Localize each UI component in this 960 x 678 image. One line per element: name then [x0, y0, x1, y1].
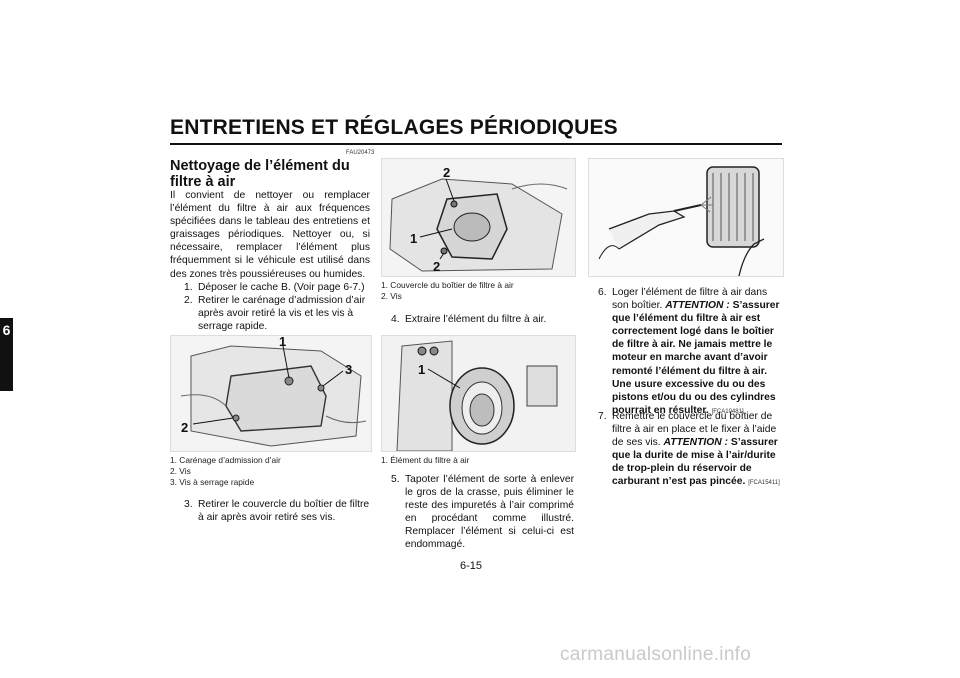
figure-filter-element: 1 [381, 335, 576, 452]
step-number: 2. [184, 295, 193, 306]
figure-3-captions: 1. Élément du filtre à air [381, 455, 574, 466]
caption-item: 1. Carénage d’admission d’air [170, 455, 281, 465]
callout-2: 2 [181, 420, 188, 435]
step-number: 4. [391, 314, 400, 325]
figure-2-captions: 1. Couvercle du boîtier de filtre à air … [381, 280, 574, 302]
section-intro: Il convient de nettoyer ou remplacer l’é… [170, 190, 370, 280]
caption-item: 2. Vis [170, 466, 191, 477]
step-text: Tapoter l’élément de sorte à enlever le … [405, 474, 574, 551]
figure-filter-box-cover: 2 1 2 [381, 158, 576, 277]
caption-item: 1. Élément du filtre à air [381, 455, 470, 465]
step-number: 7. [598, 411, 607, 422]
figure-air-intake-cover: 1 3 2 [170, 334, 372, 452]
figure-1-captions: 1. Carénage d’admission d’air 2. Vis 3. … [170, 455, 370, 489]
step-4: 4. Extraire l’élément du filtre à air. [391, 313, 574, 326]
caption-item: 1. Couvercle du boîtier de filtre à air [381, 280, 514, 290]
step-number: 6. [598, 287, 607, 298]
header-rule [170, 143, 782, 145]
attention-text: S’assurer que la durite de mise à l’air/… [612, 437, 778, 488]
chapter-tab: 6 [0, 318, 13, 343]
step-3: 3. Retirer le couvercle du boîtier de fi… [184, 498, 370, 524]
callout-3: 3 [345, 362, 352, 377]
figure-1-illustration: 1 3 2 [171, 334, 371, 451]
callout-1: 1 [410, 231, 417, 246]
step-number: 1. [184, 282, 193, 293]
caption-item: 3. Vis à serrage rapide [170, 477, 255, 488]
callout-2-top: 2 [443, 165, 450, 180]
step-text: Extraire l’élément du filtre à air. [405, 314, 547, 325]
figure-4-illustration [589, 159, 783, 277]
chapter-tab-bar [0, 343, 13, 391]
attention-text: S’assurer que l’élément du filtre à air … [612, 300, 780, 416]
callout-1: 1 [418, 362, 425, 377]
section-title: Nettoyage de l’élément du filtre à air [170, 158, 350, 190]
step-1: 1. Déposer le cache B. (Voir page 6-7.) [184, 281, 370, 294]
step-text: Remettre le couvercle du boîtier de filt… [612, 411, 777, 449]
step-number: 5. [391, 474, 400, 485]
page-number: 6-15 [460, 560, 483, 572]
callout-1: 1 [279, 336, 286, 349]
step-6: 6. Loger l’élément de filtre à air dans … [598, 286, 782, 419]
attention-code: [FCA10481] [711, 408, 744, 415]
step-text: Retirer le carénage d’admission d’air ap… [198, 295, 366, 333]
step-text: Déposer le cache B. (Voir page 6-7.) [198, 282, 365, 293]
attention-code: [FCA15411] [748, 480, 780, 487]
step-2: 2. Retirer le carénage d’admission d’air… [184, 294, 370, 333]
figure-3-illustration: 1 [382, 336, 575, 452]
step-5: 5. Tapoter l’élément de sorte à enlever … [391, 473, 574, 552]
step-number: 3. [184, 499, 193, 510]
step-text: Retirer le couvercle du boîtier de filtr… [198, 499, 370, 524]
attention-label: ATTENTION : [665, 300, 730, 312]
figure-2-illustration: 2 1 2 [382, 159, 575, 276]
page-header-title: ENTRETIENS ET RÉGLAGES PÉRIODIQUES [170, 116, 618, 139]
section-code: FAU20473 [346, 150, 375, 156]
step-7: 7. Remettre le couvercle du boîtier de f… [598, 410, 782, 491]
watermark: carmanualsonline.info [560, 644, 752, 665]
step-text: Loger l’élément de filtre à air dans son… [612, 287, 768, 312]
callout-2-bottom: 2 [433, 259, 440, 274]
caption-item: 2. Vis [381, 291, 402, 302]
figure-compressed-air-cleaning [588, 158, 784, 277]
attention-label: ATTENTION : [663, 437, 728, 449]
